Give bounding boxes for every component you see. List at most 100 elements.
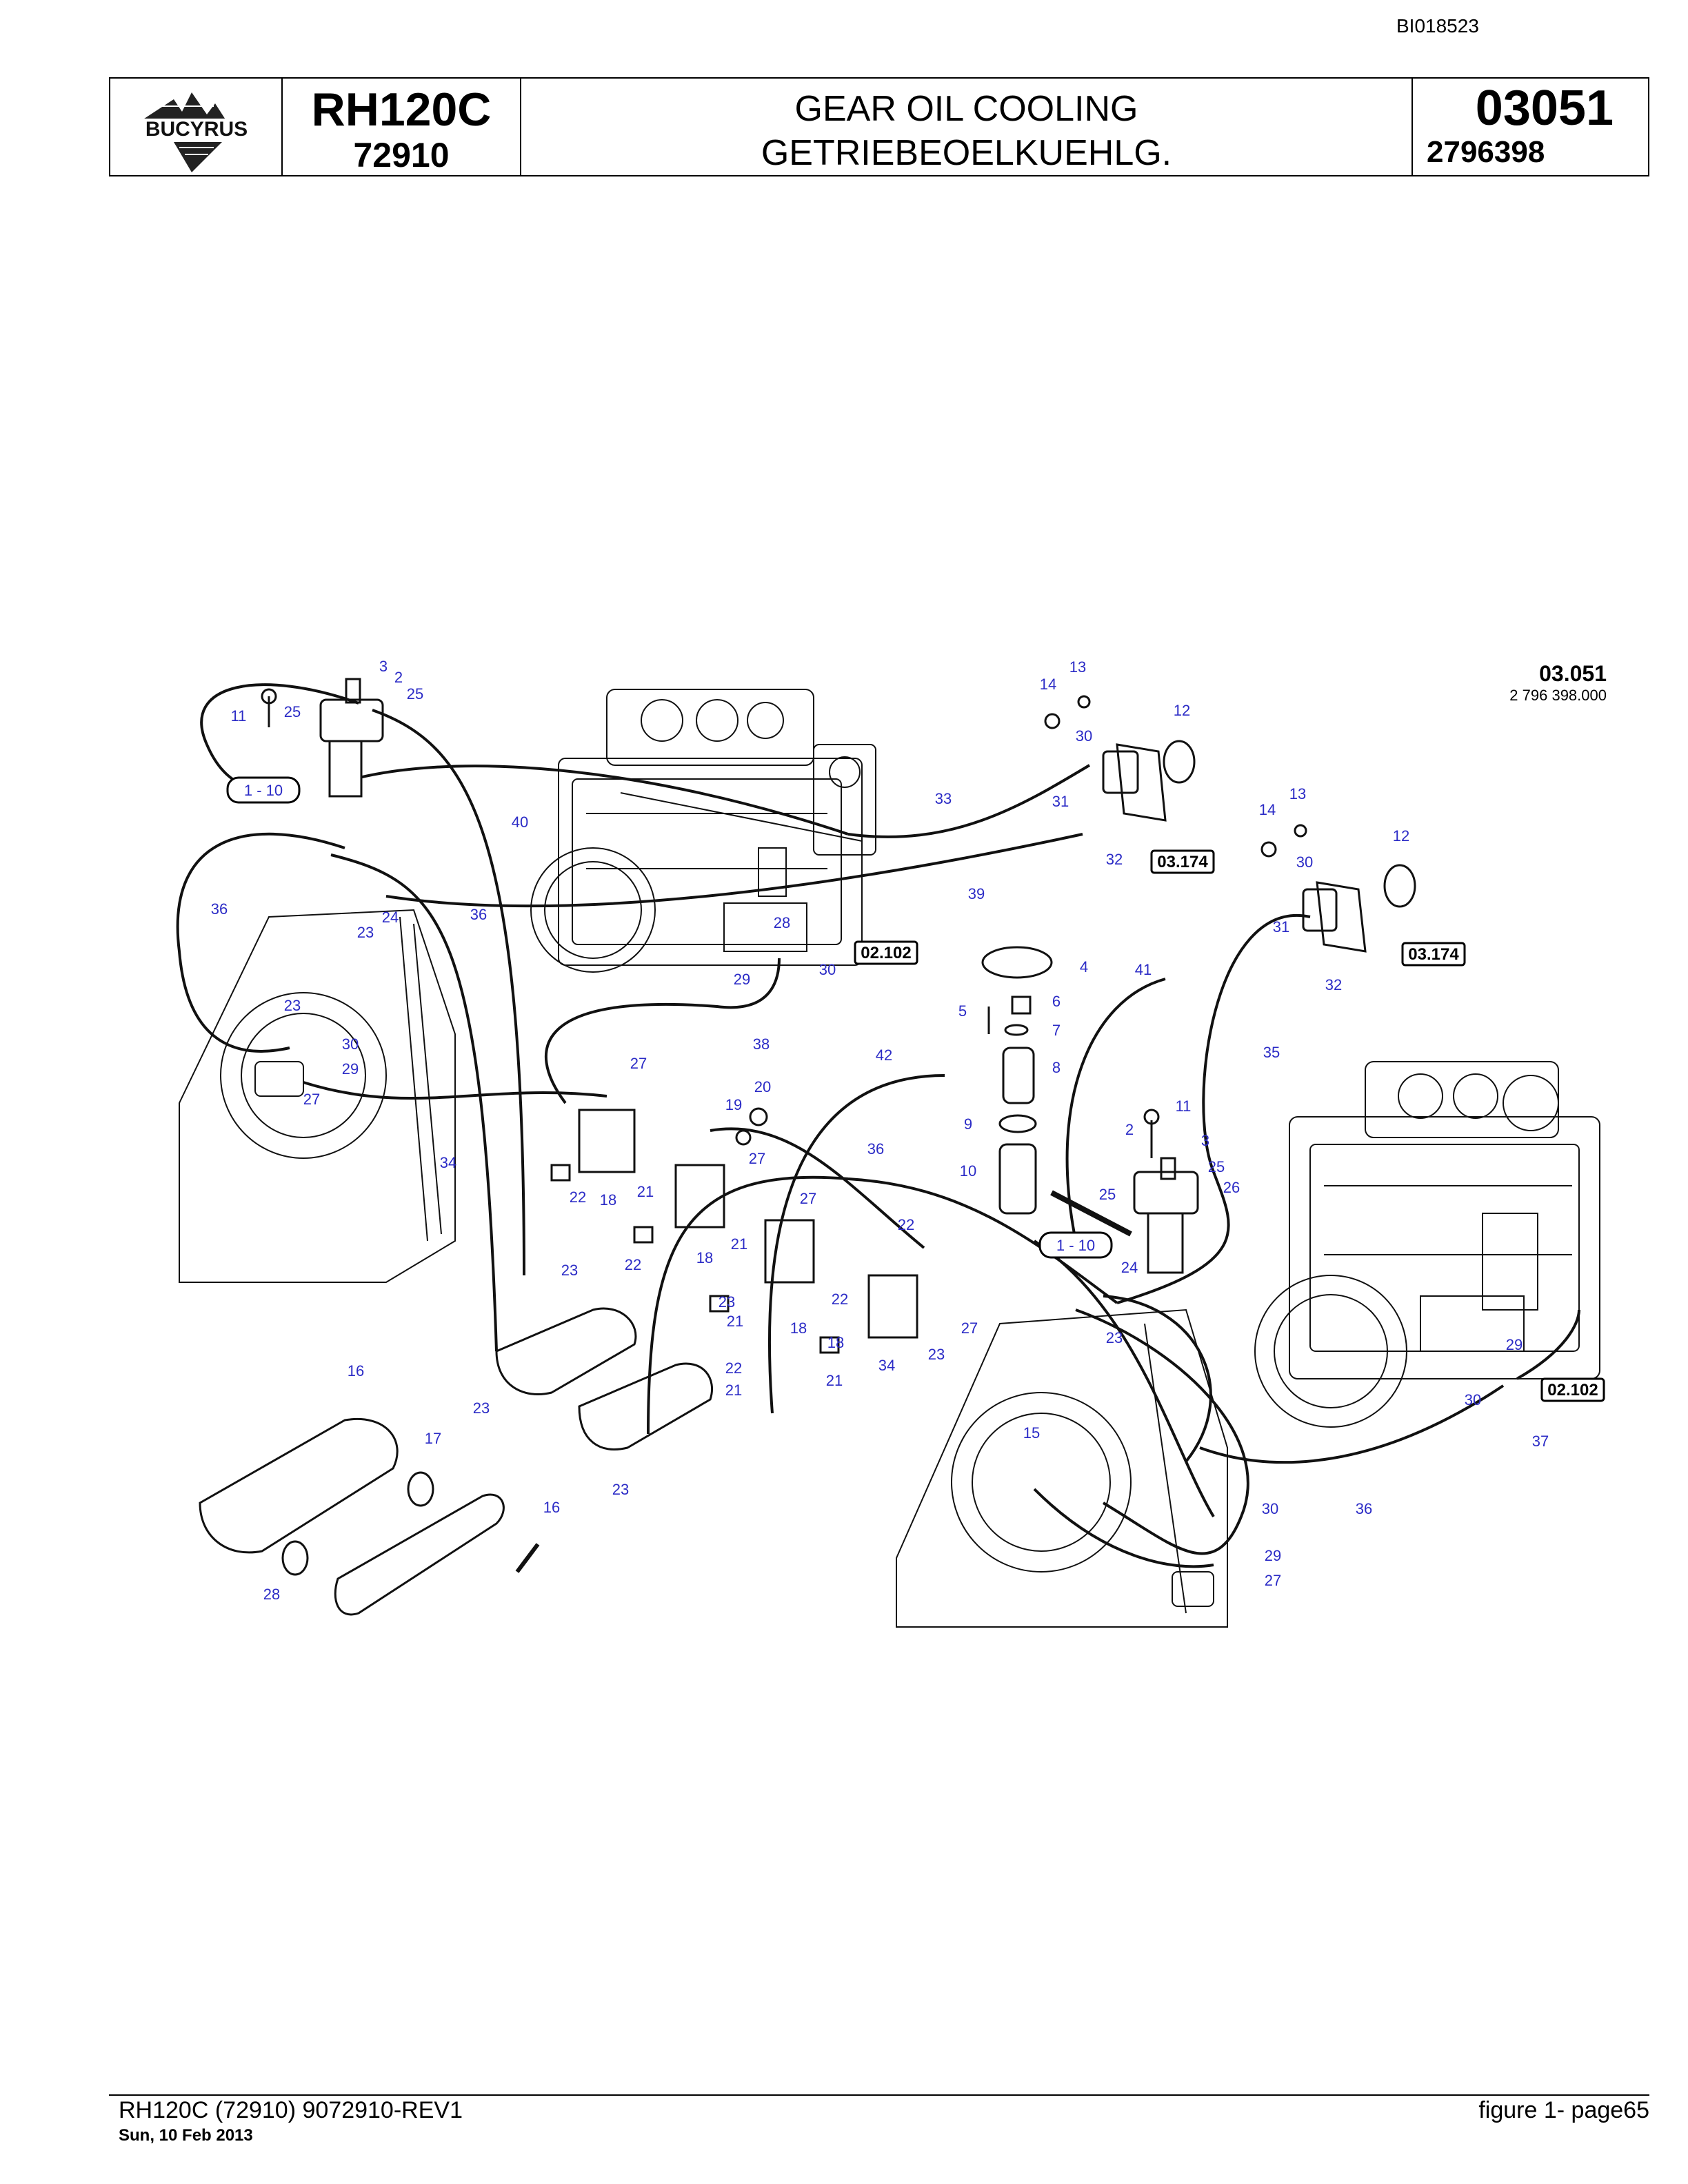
callout-27: 27 xyxy=(630,1055,647,1072)
callout-3: 3 xyxy=(1201,1132,1209,1149)
callout-18: 18 xyxy=(790,1320,807,1337)
callout-21: 21 xyxy=(727,1313,743,1330)
logo-text: BUCYRUS xyxy=(145,118,248,141)
callout-5: 5 xyxy=(958,1002,967,1020)
callout-24: 24 xyxy=(1121,1259,1138,1276)
section-number: 03051 xyxy=(1475,81,1614,136)
callout-19: 19 xyxy=(725,1096,742,1113)
callout-30: 30 xyxy=(1296,853,1313,871)
ref-box-02102-a: 02.102 xyxy=(854,940,918,965)
callout-22: 22 xyxy=(898,1216,914,1233)
callout-23: 23 xyxy=(719,1293,735,1311)
hose-lines xyxy=(176,683,1580,1568)
ref-box-label: 02.102 xyxy=(861,944,911,962)
plates-and-fittings xyxy=(550,1107,918,1354)
valve-assembly-top-left xyxy=(261,678,384,798)
callout-21: 21 xyxy=(826,1372,843,1389)
callout-36: 36 xyxy=(1356,1500,1372,1517)
callout-4: 4 xyxy=(1080,958,1088,975)
figure-code: 03.051 xyxy=(1539,661,1607,686)
callout-23: 23 xyxy=(284,997,301,1014)
callout-30: 30 xyxy=(819,961,836,978)
callout-30: 30 xyxy=(1076,727,1092,745)
callout-26: 26 xyxy=(1223,1179,1240,1196)
logo-cell: BUCYRUS xyxy=(110,79,283,175)
ref-box-03174-b: 03.174 xyxy=(1401,942,1466,967)
callout-16: 16 xyxy=(348,1362,364,1379)
callout-36: 36 xyxy=(211,900,228,918)
ref-box-label: 03.174 xyxy=(1408,945,1459,964)
ref-box-label: 02.102 xyxy=(1547,1381,1598,1399)
callout-23: 23 xyxy=(473,1399,490,1417)
callout-25: 25 xyxy=(407,685,423,702)
engine-right-illustration xyxy=(1254,1061,1600,1428)
callout-29: 29 xyxy=(1506,1336,1523,1353)
callout-40: 40 xyxy=(512,813,528,831)
footer-date: Sun, 10 Feb 2013 xyxy=(119,2126,253,2145)
callout-25: 25 xyxy=(284,703,301,720)
callout-28: 28 xyxy=(774,914,790,931)
callout-2: 2 xyxy=(1125,1121,1134,1138)
callout-36: 36 xyxy=(867,1140,884,1157)
callout-24: 24 xyxy=(382,909,399,926)
callout-31: 31 xyxy=(1052,793,1069,810)
callout-17: 17 xyxy=(425,1430,441,1447)
callout-30: 30 xyxy=(1465,1391,1481,1408)
callout-23: 23 xyxy=(561,1262,578,1279)
model-name: RH120C xyxy=(311,83,492,136)
callout-11: 11 xyxy=(1176,1098,1192,1115)
model-cell: RH120C 72910 xyxy=(283,79,521,175)
callout-36: 36 xyxy=(470,906,487,923)
callout-27: 27 xyxy=(749,1150,765,1167)
callout-37: 37 xyxy=(1532,1433,1549,1450)
title-english: GEAR OIL COOLING xyxy=(794,89,1138,129)
range-label-text: 1 - 10 xyxy=(1056,1237,1095,1254)
callout-38: 38 xyxy=(753,1035,770,1053)
callout-25: 25 xyxy=(1099,1186,1116,1203)
callout-12: 12 xyxy=(1393,827,1409,845)
callout-35: 35 xyxy=(1263,1044,1280,1061)
callout-3: 3 xyxy=(379,658,388,675)
callout-25: 25 xyxy=(1208,1158,1225,1175)
callout-18: 18 xyxy=(827,1334,844,1351)
callout-13: 13 xyxy=(1069,658,1086,676)
callout-30: 30 xyxy=(342,1035,359,1053)
callout-23: 23 xyxy=(1106,1329,1123,1346)
range-label-a: 1 - 10 xyxy=(226,776,301,804)
callout-12: 12 xyxy=(1174,702,1190,719)
ref-box-03174-a: 03.174 xyxy=(1150,849,1215,874)
callout-29: 29 xyxy=(1265,1547,1281,1564)
callout-27: 27 xyxy=(961,1320,978,1337)
callout-18: 18 xyxy=(600,1191,616,1209)
callout-33: 33 xyxy=(935,790,952,807)
callout-9: 9 xyxy=(964,1115,972,1133)
callout-29: 29 xyxy=(342,1060,359,1078)
callout-28: 28 xyxy=(263,1586,280,1603)
figure-part: 2 796 398.000 xyxy=(1509,687,1607,704)
header-table: BUCYRUS RH120C 72910 GEAR OIL COOLING GE… xyxy=(109,77,1649,176)
callout-18: 18 xyxy=(696,1249,713,1266)
callout-21: 21 xyxy=(637,1183,654,1200)
callout-14: 14 xyxy=(1259,801,1276,818)
callout-23: 23 xyxy=(928,1346,945,1363)
part-number: 2796398 xyxy=(1427,135,1545,169)
valve-assembly-center xyxy=(1050,1109,1199,1274)
callout-23: 23 xyxy=(357,924,374,941)
callout-20: 20 xyxy=(754,1078,771,1095)
callout-27: 27 xyxy=(303,1091,320,1108)
callout-29: 29 xyxy=(734,971,750,988)
callout-2: 2 xyxy=(394,669,403,686)
range-label-text: 1 - 10 xyxy=(244,782,283,799)
callout-8: 8 xyxy=(1052,1059,1061,1076)
callout-21: 21 xyxy=(725,1382,742,1399)
callout-30: 30 xyxy=(1262,1500,1278,1517)
number-cell: 03051 2796398 xyxy=(1413,79,1648,175)
callout-13: 13 xyxy=(1289,785,1306,802)
callout-34: 34 xyxy=(440,1154,456,1171)
footer-document-ref: RH120C (72910) 9072910-REV1 xyxy=(119,2097,463,2123)
document-id: BI018523 xyxy=(1396,15,1479,37)
range-label-b: 1 - 10 xyxy=(1038,1231,1113,1259)
callout-31: 31 xyxy=(1273,918,1289,936)
